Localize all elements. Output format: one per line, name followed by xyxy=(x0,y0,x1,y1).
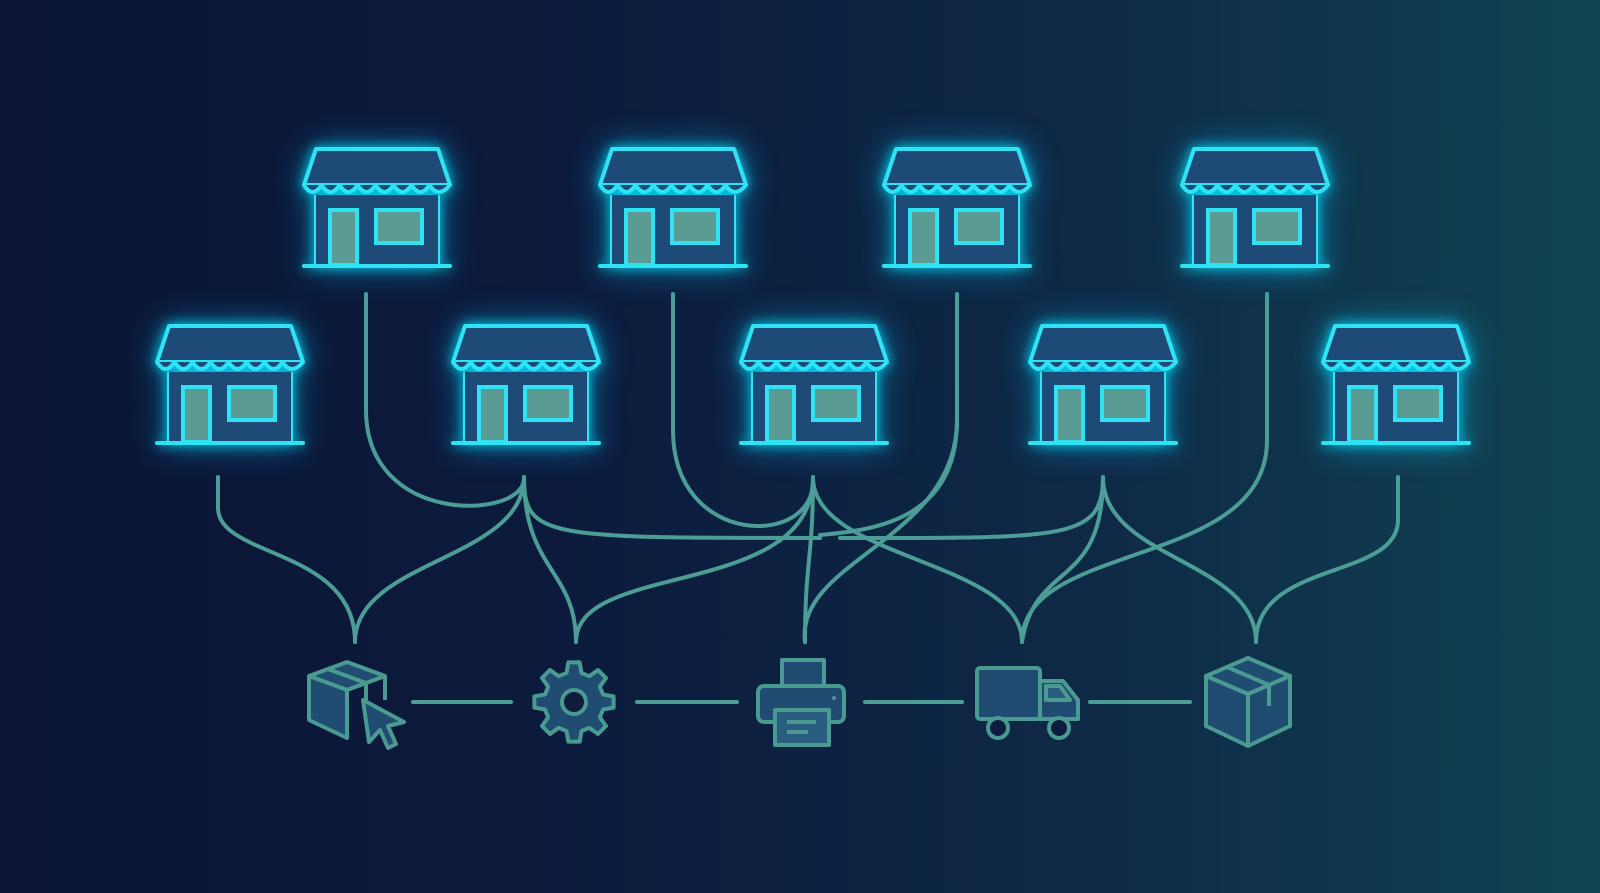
connector-line-2 xyxy=(364,292,526,508)
connector-line-8 xyxy=(803,475,815,644)
storefront-icon xyxy=(155,324,305,445)
connector-line-11 xyxy=(802,418,959,644)
storefront-icon xyxy=(1321,324,1471,445)
package-box-icon xyxy=(1204,656,1292,748)
storefront-icon xyxy=(882,147,1032,268)
gear-icon xyxy=(532,660,616,744)
storefront-icon xyxy=(1180,147,1330,268)
storefront-icon xyxy=(302,147,452,268)
delivery-truck-icon xyxy=(975,666,1080,740)
connector-line-3 xyxy=(353,475,526,644)
connector-line-5 xyxy=(522,475,822,540)
stores-group xyxy=(155,147,1471,445)
storefront-icon xyxy=(739,324,889,445)
connector-line-9 xyxy=(811,475,1024,644)
connector-lines xyxy=(216,292,1400,644)
connector-line-16 xyxy=(1020,475,1105,644)
connector-line-15 xyxy=(1254,475,1400,644)
connector-line-4 xyxy=(522,475,578,644)
connector-line-6 xyxy=(671,292,816,528)
connector-line-1 xyxy=(216,475,357,644)
storefront-icon xyxy=(451,324,601,445)
package-cursor-icon xyxy=(307,660,406,750)
connector-line-7 xyxy=(574,475,815,644)
storefront-icon xyxy=(1028,324,1178,445)
printer-icon xyxy=(756,658,846,747)
storefront-icon xyxy=(598,147,748,268)
connector-line-13 xyxy=(1101,475,1258,644)
connector-line-12 xyxy=(838,475,1105,541)
